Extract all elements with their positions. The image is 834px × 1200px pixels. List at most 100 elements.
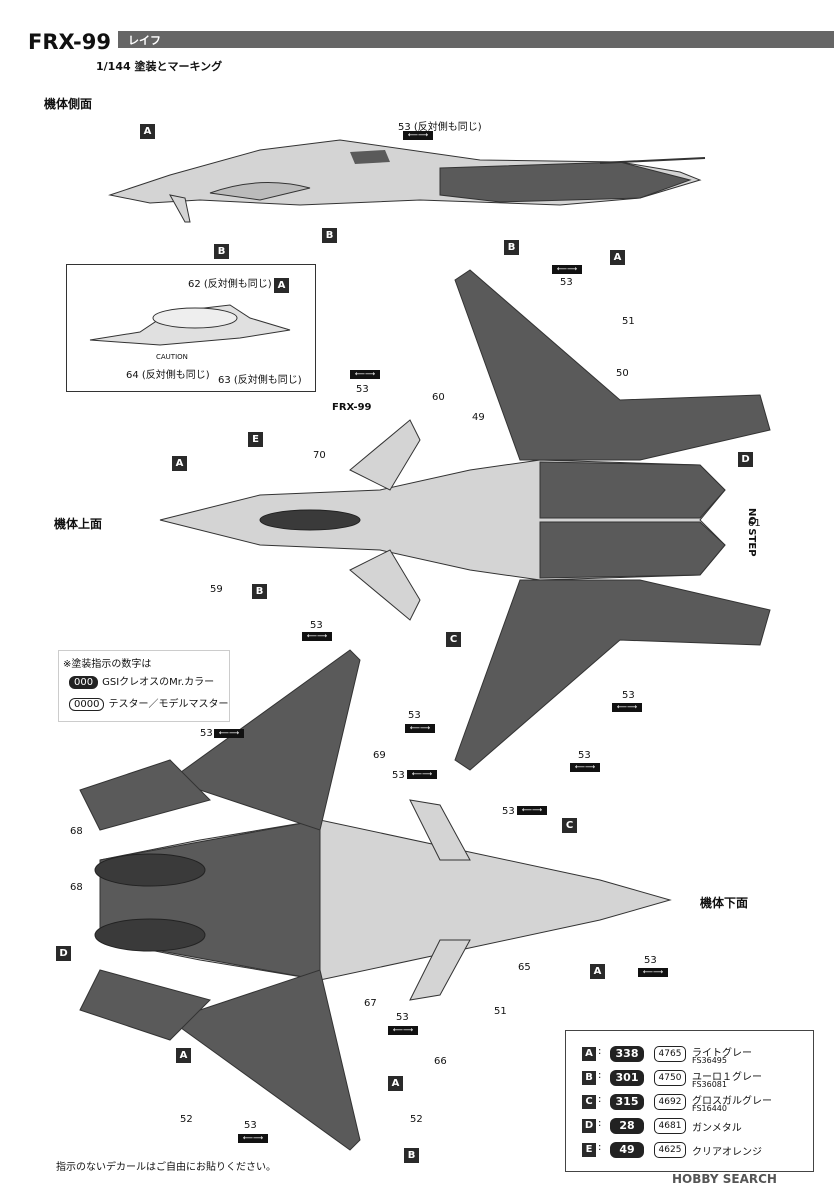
marker-b-top: B <box>504 240 519 255</box>
top-view-aircraft <box>159 269 771 771</box>
arrow-decal: ⟵⟶ <box>612 703 642 712</box>
gsi-number: 49 <box>610 1142 644 1158</box>
arrow-decal: ⟵⟶ <box>214 729 244 738</box>
marker-a-top: A <box>610 250 625 265</box>
testor-number: 4625 <box>654 1142 686 1158</box>
marker-c-top: C <box>446 632 461 647</box>
color-name: ユーロ１グレー <box>692 1072 762 1083</box>
arrow-decal: ⟵⟶ <box>407 770 437 779</box>
callout-51: 51 <box>622 316 635 327</box>
callout-53-side: 53 (反対側も同じ) <box>398 122 482 133</box>
color-row: C: 315 4692 グロスガルグレー FS16440 <box>566 1091 813 1113</box>
marker-a-bottom-2: A <box>176 1048 191 1063</box>
marker-a-top-2: A <box>172 456 187 471</box>
callout-64: 64 (反対側も同じ) <box>126 370 210 381</box>
title-bar: レイフ <box>118 31 834 48</box>
page-subtitle: 1/144 塗装とマーキング <box>96 60 223 73</box>
marker-b-bottom: B <box>404 1148 419 1163</box>
inset-detail-aircraft <box>89 304 291 346</box>
callout-53: 53 <box>244 1120 257 1131</box>
callout-51: 51 <box>494 1006 507 1017</box>
callout-53: 53 <box>644 955 657 966</box>
gsi-number: 338 <box>610 1046 644 1062</box>
arrow-decal: ⟵⟶ <box>350 370 380 379</box>
callout-50: 50 <box>616 368 629 379</box>
page-title: FRX-99 <box>28 30 111 54</box>
callout-53: 53 <box>200 728 213 739</box>
callout-53: 53 <box>578 750 591 761</box>
callout-62: 62 (反対側も同じ) <box>188 279 272 290</box>
callout-63: 63 (反対側も同じ) <box>218 375 302 386</box>
section-bottom: 機体下面 <box>700 896 749 910</box>
arrow-decal: ⟵⟶ <box>302 632 332 641</box>
marker-c-bottom: C <box>562 818 577 833</box>
color-letter: C <box>582 1095 596 1109</box>
fs-code: FS36495 <box>692 1056 727 1065</box>
name-tag: レイフ <box>128 34 161 47</box>
callout-60: 60 <box>432 392 445 403</box>
color-name: グロスガルグレー <box>692 1096 772 1107</box>
caution-label: CAUTION <box>156 353 188 361</box>
marker-d-bottom: D <box>56 946 71 961</box>
callout-53: 53 <box>396 1012 409 1023</box>
color-name: ライトグレー <box>692 1048 752 1059</box>
marker-b-side-1: B <box>214 244 229 259</box>
marker-b-side-2: B <box>322 228 337 243</box>
testor-number: 4692 <box>654 1094 686 1110</box>
arrow-decal: ⟵⟶ <box>638 968 668 977</box>
callout-53: 53 <box>310 620 323 631</box>
callout-53: 53 <box>502 806 515 817</box>
arrow-decal: ⟵⟶ <box>517 806 547 815</box>
note-title: ※塗装指示の数字は <box>63 659 152 670</box>
color-letter: A <box>582 1047 596 1061</box>
marker-a-bottom: A <box>590 964 605 979</box>
gsi-pill: 000 <box>69 676 99 689</box>
callout-66: 66 <box>434 1056 447 1067</box>
color-name: クリアオレンジ <box>692 1147 762 1158</box>
testor-pill: 0000 <box>69 698 105 711</box>
arrow-decal: ⟵⟶ <box>403 131 433 140</box>
marker-d-top: D <box>738 452 753 467</box>
fs-code: FS36081 <box>692 1080 727 1089</box>
color-letter: B <box>582 1071 596 1085</box>
callout-52: 52 <box>410 1114 423 1125</box>
color-row: A: 338 4765 ライトグレー FS36495 <box>566 1043 813 1065</box>
callout-53: 53 <box>392 770 405 781</box>
callout-59: 59 <box>210 584 223 595</box>
color-row: E: 49 4625 クリアオレンジ <box>566 1139 813 1161</box>
color-letter: D <box>582 1119 596 1133</box>
gsi-number: 315 <box>610 1094 644 1110</box>
callout-49: 49 <box>472 412 485 423</box>
callout-52: 52 <box>180 1114 193 1125</box>
callout-68: 68 <box>70 826 83 837</box>
watermark-logo: HOBBY SEARCH <box>672 1172 777 1186</box>
callout-65: 65 <box>518 962 531 973</box>
callout-53: 53 <box>560 277 573 288</box>
inset-detail-box <box>66 264 316 392</box>
arrow-decal: ⟵⟶ <box>552 265 582 274</box>
callout-53: 53 <box>622 690 635 701</box>
gsi-number: 301 <box>610 1070 644 1086</box>
marker-a-inset: A <box>274 278 289 293</box>
marker-a-bottom-3: A <box>388 1076 403 1091</box>
section-top: 機体上面 <box>54 517 103 531</box>
callout-69: 69 <box>373 750 386 761</box>
gsi-text: GSIクレオスのMr.カラー <box>102 677 215 688</box>
fs-code: FS16440 <box>692 1104 727 1113</box>
color-table: A: 338 4765 ライトグレー FS36495 B: 301 4750 ユ… <box>565 1030 814 1172</box>
bottom-view-aircraft <box>79 649 672 1151</box>
callout-61: 61 <box>748 518 761 529</box>
marker-e-top: E <box>248 432 263 447</box>
callout-70: 70 <box>313 450 326 461</box>
frx99-decal: FRX-99 <box>332 402 372 413</box>
marker-a-side: A <box>140 124 155 139</box>
arrow-decal: ⟵⟶ <box>238 1134 268 1143</box>
color-row: D: 28 4681 ガンメタル <box>566 1115 813 1137</box>
color-row: B: 301 4750 ユーロ１グレー FS36081 <box>566 1067 813 1089</box>
testor-number: 4765 <box>654 1046 686 1062</box>
color-letter: E <box>582 1143 596 1157</box>
